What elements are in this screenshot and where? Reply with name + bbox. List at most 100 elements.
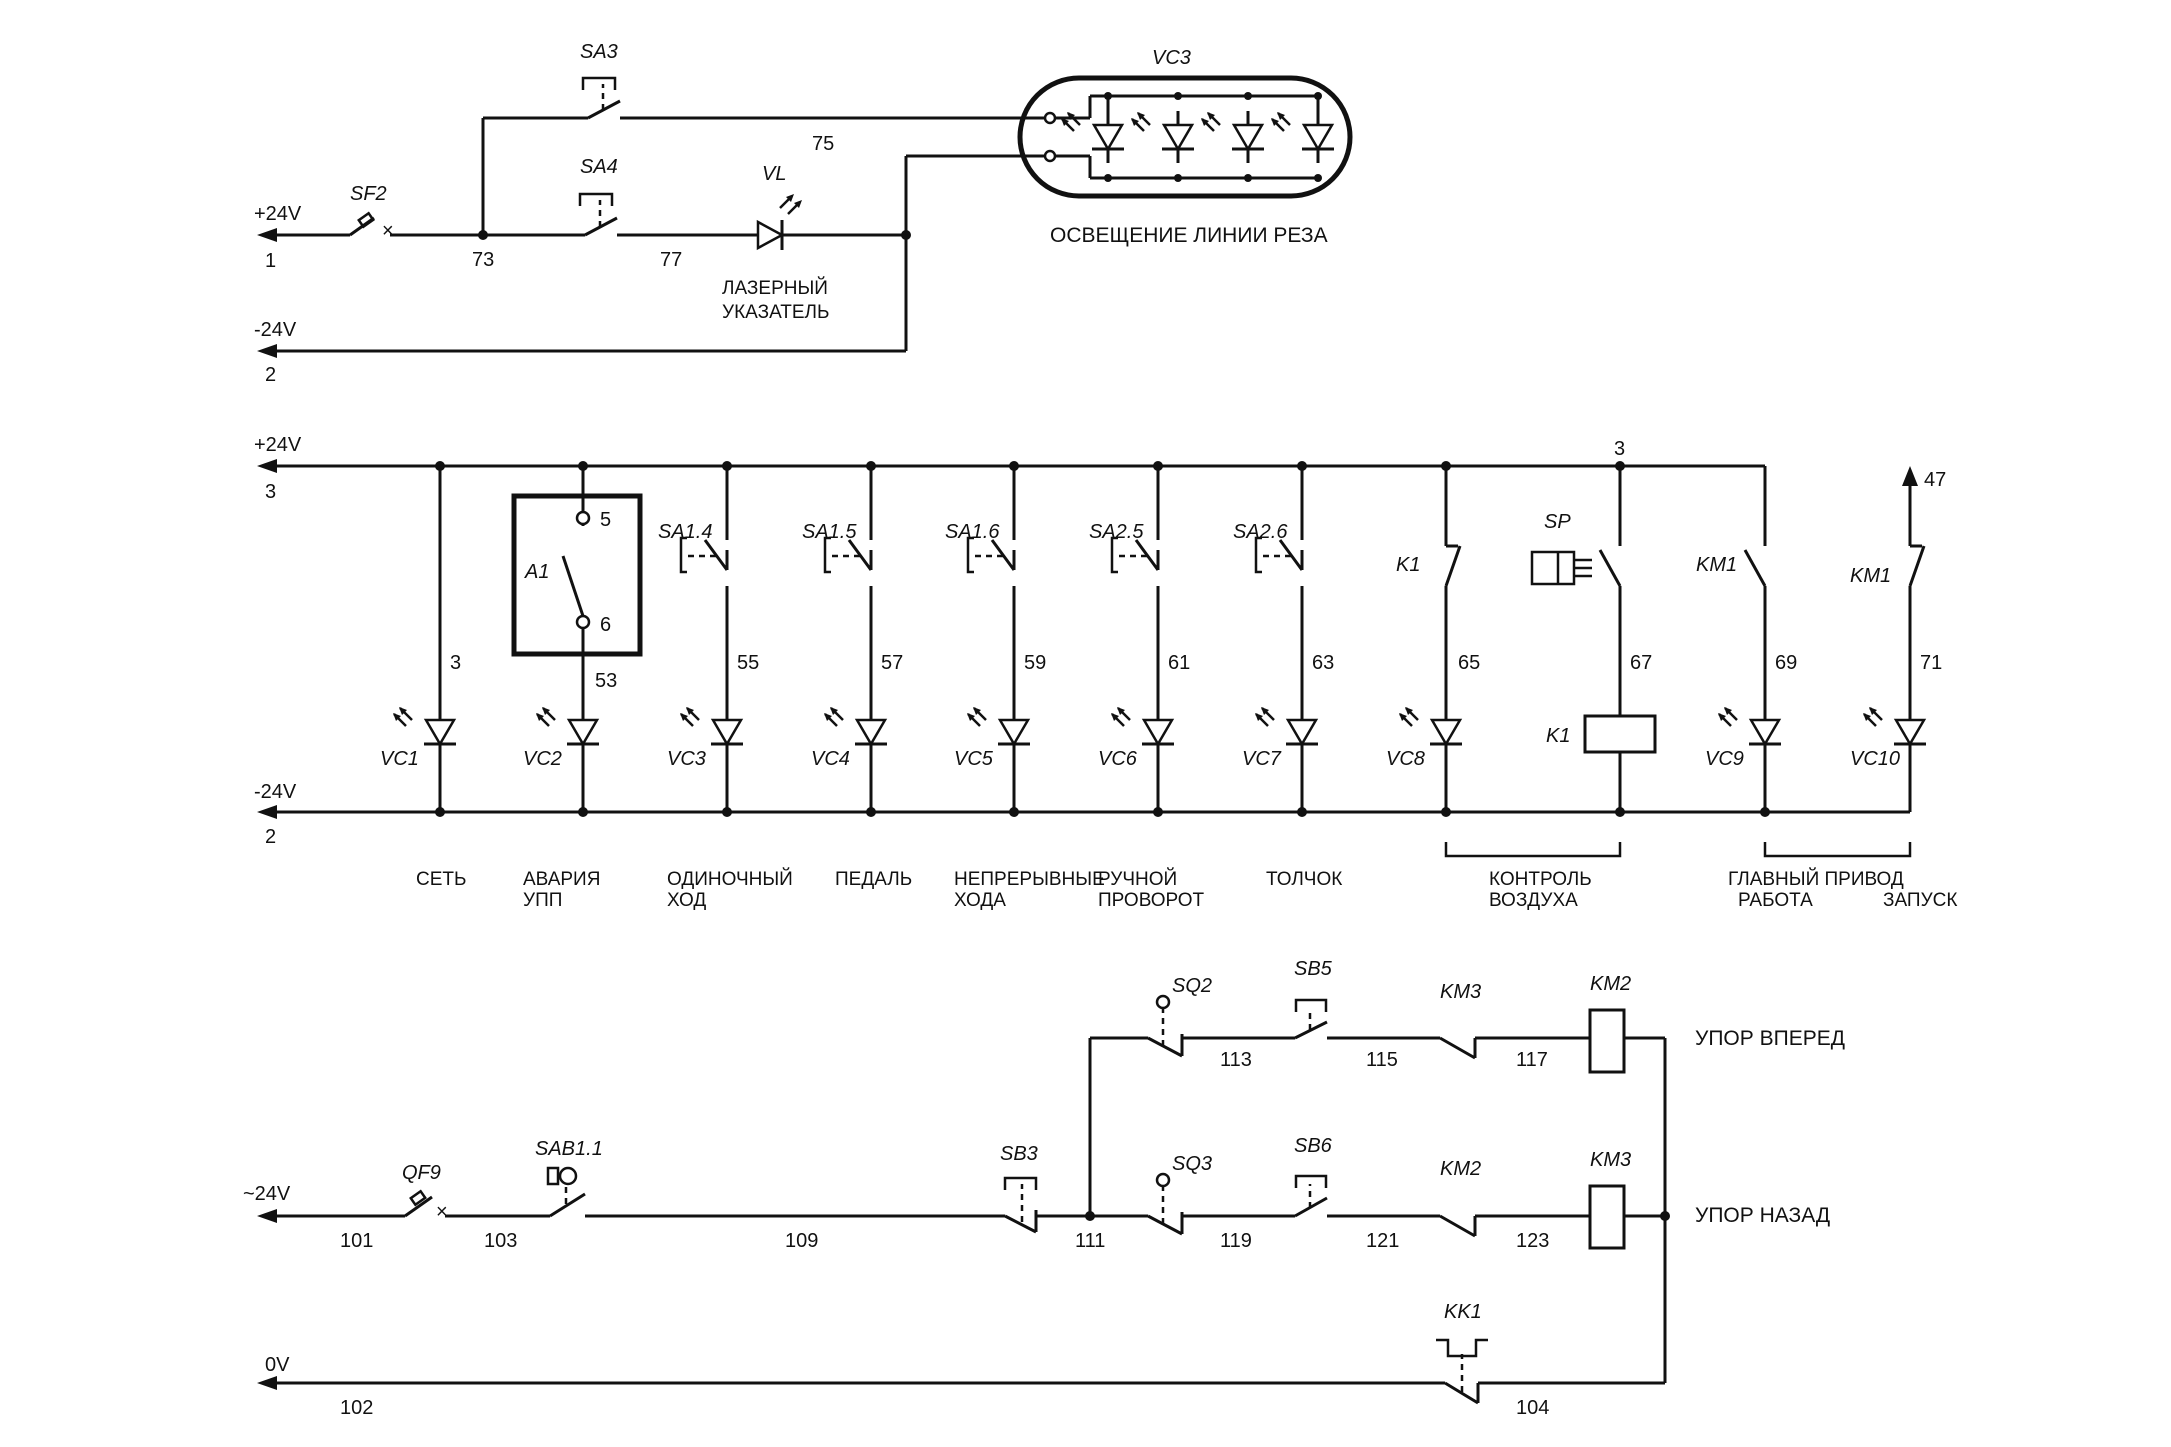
svg-text:×: × [436,1201,448,1223]
sa1-4-ref: SA1.4 [658,521,712,543]
circuit-breaker-sf2: × [349,211,394,242]
terminal-5-label: 5 [600,509,611,531]
km3-coil-ref: KM3 [1590,1149,1631,1171]
wire-71: 71 [1920,652,1942,674]
k1-contact-ref: K1 [1396,554,1420,576]
wire-59: 59 [1024,652,1046,674]
relay-coil-k1 [1583,714,1657,754]
wire-102: 102 [340,1397,373,1419]
led-ref: VC5 [954,748,994,770]
bus-plus-number: 3 [265,481,276,503]
minus-24v-label: -24V [254,319,297,341]
pressure-switch-sp [1530,461,1625,716]
sa1-5-ref: SA1.5 [802,521,857,543]
indicator-led-4: VC4 [811,704,889,770]
sa1-6-ref: SA1.6 [945,521,1000,543]
circuit-breaker-qf9: × [404,1189,448,1223]
bus-top-number: 3 [1614,438,1625,460]
indicator-caption: НЕПРЕРЫВНЫЕ [954,869,1105,890]
drive-caption-left: РАБОТА [1738,890,1813,911]
ac-24v-label: ~24V [243,1183,291,1205]
indicator-caption: СЕТЬ [416,869,466,890]
plus-24v-label-2: +24V [254,434,302,456]
a1-ref: A1 [524,561,549,583]
km2-interlock-ref: KM2 [1440,1158,1481,1180]
indicator-led-8: VC8 [1386,704,1464,770]
zero-v-label: 0V [265,1354,290,1376]
drive-bracket [1763,842,1912,858]
indicator-caption: УПП [523,890,562,911]
interlock-km2 [1439,1214,1477,1238]
contact-a1 [561,555,585,617]
sab1-1-ref: SAB1.1 [535,1138,603,1160]
sf2-ref: SF2 [350,183,387,205]
qf9-ref: QF9 [402,1162,441,1184]
led-ref: VC4 [811,748,850,770]
led-ref: VC1 [380,748,419,770]
svg-text:×: × [382,220,394,242]
led-ref: VC3 [667,748,706,770]
indicator-caption: ХОД [667,890,706,911]
wire-101: 101 [340,1230,373,1252]
drive-caption-right: ЗАПУСК [1883,890,1957,911]
wire-121: 121 [1366,1230,1399,1252]
wire-119: 119 [1220,1230,1252,1252]
km1-work-ref: KM1 [1696,554,1737,576]
sq2-ref: SQ2 [1172,975,1212,997]
led-ref: VC8 [1386,748,1425,770]
arrow-left-icon [257,344,277,358]
k1-coil-ref: K1 [1546,725,1570,747]
sb6-ref: SB6 [1294,1135,1333,1157]
sa2-5-ref: SA2.5 [1089,521,1144,543]
switch-sa2-6 [1254,461,1307,817]
contactor-coil-km3 [1588,1184,1626,1250]
junction-dot [1615,807,1625,817]
indicator-caption: ПРОВОРОТ [1098,890,1205,911]
vl-ref: VL [762,163,786,185]
indicator-caption: ТОЛЧОК [1266,869,1342,890]
wire-65: 65 [1458,652,1480,674]
switch-sa4 [578,192,618,237]
terminal-6-label: 6 [600,614,611,636]
switch-sa1-6 [966,461,1019,817]
wire-103: 103 [484,1230,517,1252]
air-caption-line2: ВОЗДУХА [1489,890,1578,911]
wire-53: 53 [595,670,617,692]
wire-77: 77 [660,249,682,271]
km1-start-ref: KM1 [1850,565,1891,587]
contactor-coil-km2 [1588,1008,1626,1074]
arrow-left-icon [257,228,277,242]
forward-stop-caption: УПОР ВПЕРЕД [1695,1027,1845,1050]
junction-dot [435,807,445,817]
indicator-led-7: VC7 [1242,704,1320,770]
wire-113: 113 [1220,1049,1252,1071]
indicator-caption: ХОДА [954,890,1006,911]
indicator-led-9: VC9 [1705,704,1783,770]
indicator-caption: ОДИНОЧНЫЙ [667,868,793,890]
km2-coil-ref: KM2 [1590,973,1631,995]
indicator-led-10: VC10 [1850,704,1928,770]
wire-69: 69 [1775,652,1797,674]
wire-57: 57 [881,652,903,674]
sa4-ref: SA4 [580,156,618,178]
wire-1: 1 [265,250,276,272]
limit-switch-sq3 [1147,1172,1184,1236]
vc3-ref: VC3 [1152,47,1191,69]
drive-caption-title: ГЛАВНЫЙ ПРИВОД [1728,868,1904,890]
contact-k1 [1441,461,1462,817]
indicator-caption: РУЧНОЙ [1098,868,1177,890]
arrow-left-icon [257,1209,277,1223]
led-ref: VC10 [1850,748,1900,770]
air-bracket [1444,842,1622,858]
module-a1 [511,493,643,657]
stop-control-circuit: ~24V 0V 101 × QF9 103 SAB1.1 109 [243,958,1845,1419]
indicator-led-3: VC3 [667,704,745,770]
limit-switch-sq2 [1147,994,1184,1058]
switch-sa2-5 [1110,461,1163,817]
indicator-led-1: VC1 [380,704,458,770]
arrow-left-icon [257,805,277,819]
indicator-caption: ПЕДАЛЬ [835,869,912,890]
